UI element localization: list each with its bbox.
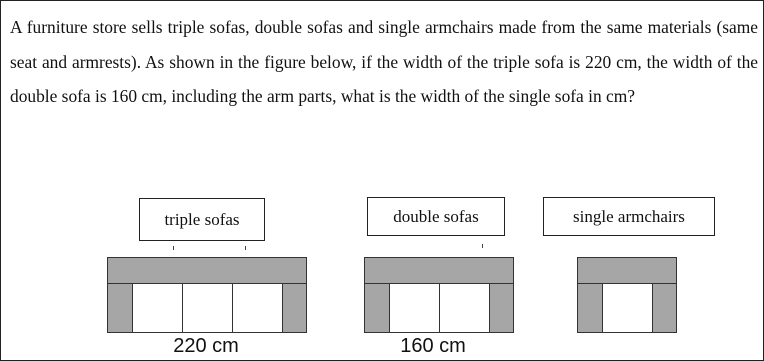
sofa-seat — [602, 283, 653, 333]
double-sofa-width: 160 cm — [400, 335, 466, 357]
question-text: A furniture store sells triple sofas, do… — [10, 17, 758, 106]
sofa-arm-right — [282, 283, 307, 333]
sofa-back — [364, 257, 514, 284]
sofa-back — [107, 257, 307, 284]
sofa-seat — [439, 283, 490, 333]
sofa-back — [577, 257, 677, 284]
sofa-arm-left — [107, 283, 133, 333]
triple-sofa-figure — [107, 257, 307, 333]
label-double-sofa: double sofas — [367, 197, 505, 236]
single-armchair-figure — [577, 257, 677, 333]
sofa-arm-right — [489, 283, 514, 333]
sofa-seat — [232, 283, 283, 333]
double-sofa-figure — [364, 257, 514, 333]
sofa-seat — [389, 283, 440, 333]
sofa-arm-right — [652, 283, 677, 333]
label-single-armchair: single armchairs — [543, 197, 715, 236]
leader-tick — [173, 246, 174, 250]
leader-tick — [482, 244, 483, 248]
label-triple-sofa: triple sofas — [139, 198, 265, 241]
triple-sofa-width: 220 cm — [173, 335, 239, 357]
sofa-seat — [132, 283, 183, 333]
sofa-arm-left — [577, 283, 603, 333]
sofa-arm-left — [364, 283, 390, 333]
sofa-seat — [182, 283, 233, 333]
leader-tick — [245, 246, 246, 250]
